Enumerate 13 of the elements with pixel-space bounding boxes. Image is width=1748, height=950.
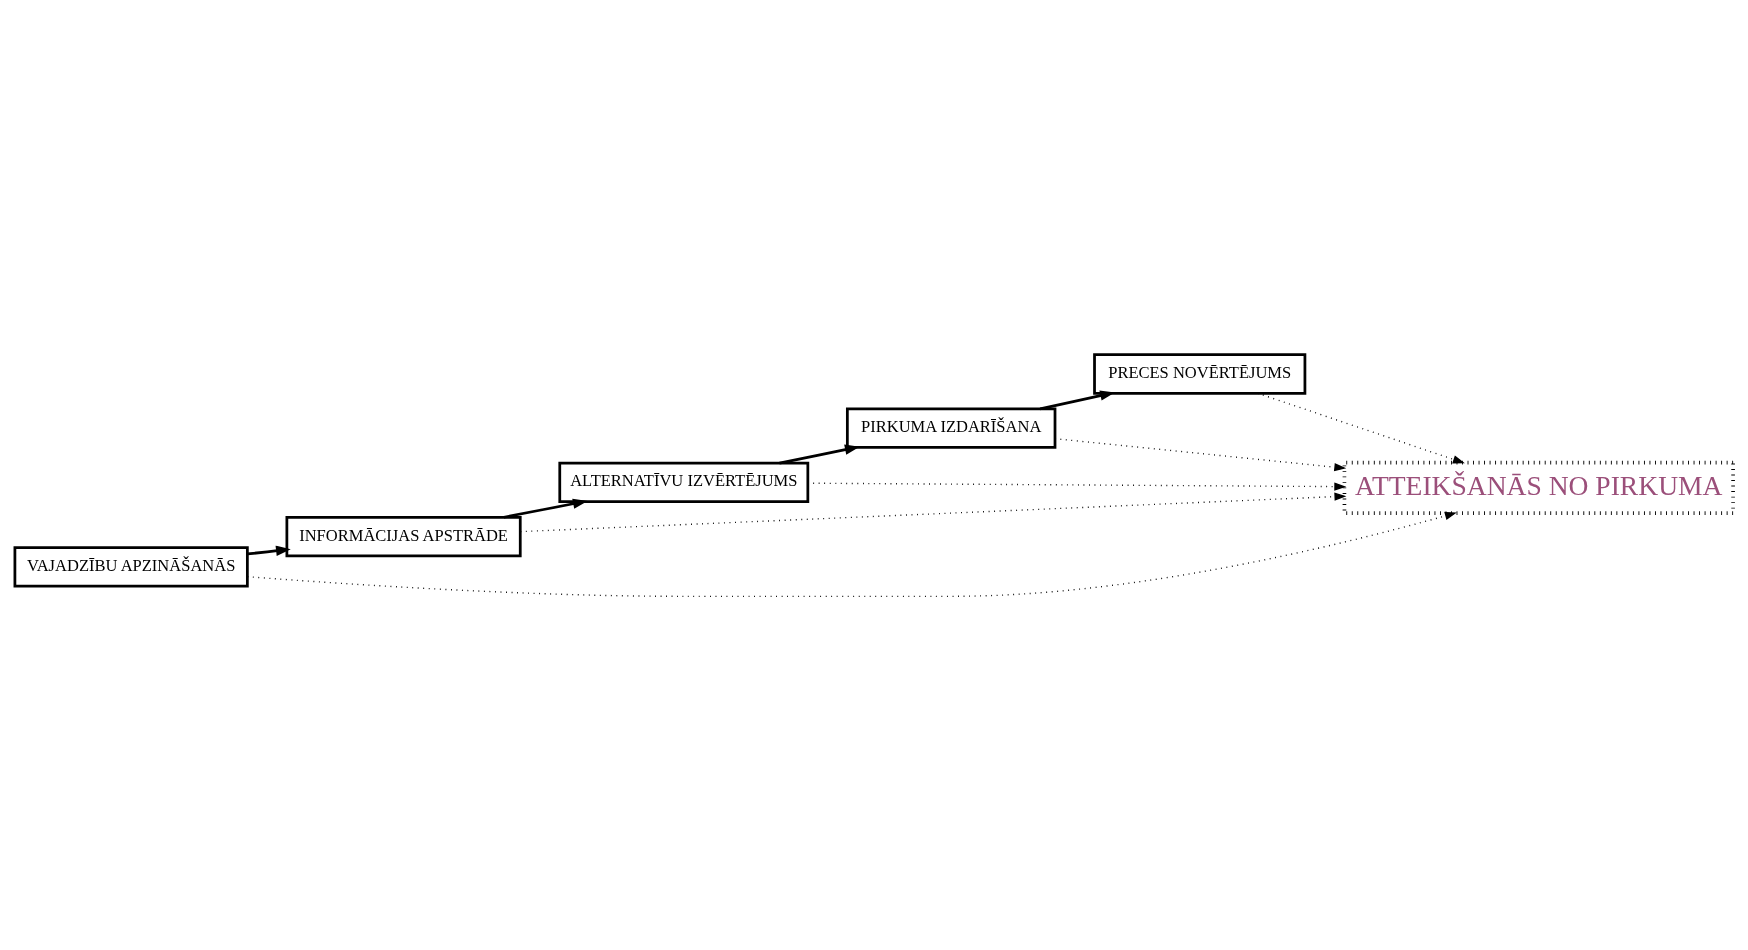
arrow: [1257, 392, 1465, 463]
node-box: VAJADZĪBU APZINĀŠANĀS: [13, 545, 249, 588]
arrow: [1039, 390, 1115, 410]
arrow: [503, 498, 588, 519]
arrow: [779, 444, 860, 464]
node-box: ATTEIKŠANĀS NO PIRKUMA: [1342, 460, 1735, 515]
arrow: [246, 511, 1457, 597]
node-box: INFORMĀCIJAS APSTRĀDE: [285, 515, 522, 557]
node-box: PIRKUMA IZDARĪŠANA: [845, 407, 1057, 449]
arrow: [247, 545, 291, 556]
node-box: PRECES NOVĒRTĒJUMS: [1093, 352, 1307, 395]
node-box: ALTERNATĪVU IZVĒRTĒJUMS: [558, 461, 810, 503]
arrow: [519, 491, 1347, 532]
